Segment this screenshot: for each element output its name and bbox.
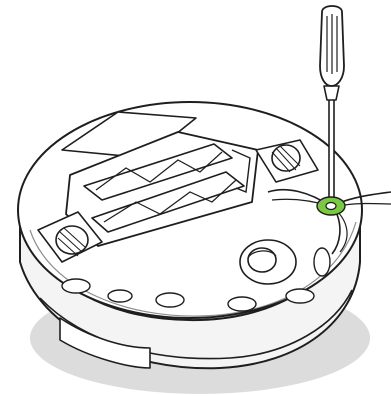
caster-wheel bbox=[240, 240, 296, 284]
screw-icon bbox=[317, 197, 345, 215]
cliff-sensor-1 bbox=[62, 279, 90, 293]
screwdriver-shaft bbox=[329, 98, 334, 202]
cliff-sensor-2 bbox=[156, 293, 184, 307]
screwdriver-icon bbox=[320, 6, 344, 86]
cliff-sensor-6 bbox=[108, 290, 132, 302]
cliff-sensor-4 bbox=[314, 248, 330, 276]
cliff-sensor-5 bbox=[286, 289, 314, 303]
cliff-sensor-3 bbox=[228, 297, 256, 311]
screwdriver-ferrule bbox=[324, 86, 339, 100]
